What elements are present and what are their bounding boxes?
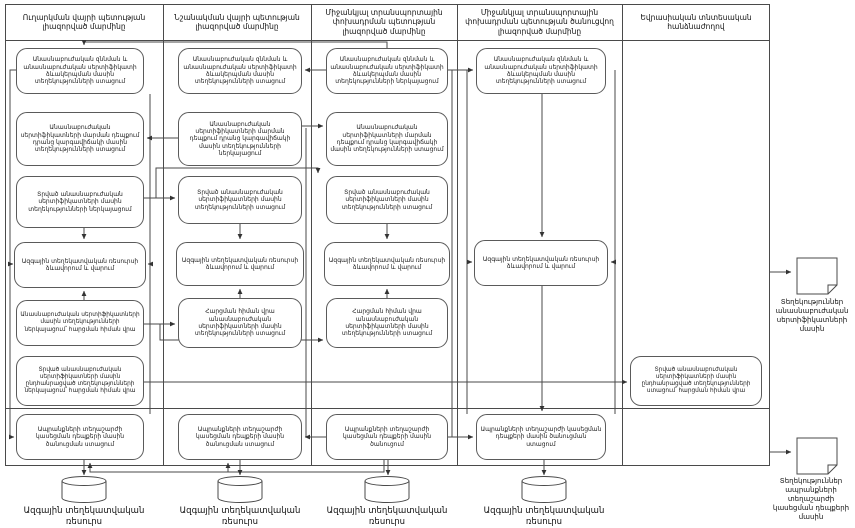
database-icon-2	[217, 476, 263, 503]
box-receive-vet-cert-issuance-info-1: Անասնաբուժական զննման և անասնաբուժական ս…	[16, 48, 144, 94]
box-receive-goods-suspension-notice-2: Ապրանքների տեղաշարժի կասեցման դեպքերի մա…	[178, 414, 302, 460]
box-notify-goods-suspension-3: Ապրանքների տեղաշարժի կասեցման դեպքերի մա…	[326, 414, 448, 460]
database-icon-4	[521, 476, 567, 503]
lane-header-destination-state: Նշանակման վայրի պետության լիազորված մարմ…	[174, 12, 300, 31]
box-receive-certs-info-on-request-3: Հարցման հիման վրա անասնաբուժական սերտիֆի…	[326, 298, 448, 348]
box-submit-aggregated-certs-info-on-request-1: Տրված անասնաբուժական սերտիֆիկատների մասի…	[16, 356, 144, 406]
lane-divider	[622, 4, 623, 466]
box-submit-certs-info-on-request-1: Անասնաբուժական սերտիֆիկատների մասին տեղե…	[16, 300, 144, 346]
lane-header-eurasian-commission: Եվրասիական տնտեսական հանձնաժողով	[640, 12, 752, 31]
document-icon-suspension	[796, 437, 838, 475]
box-receive-issued-certs-info-2: Տրված անասնաբուժական սերտիֆիկատների մասի…	[178, 176, 302, 224]
database-label-4: Ազգային տեղեկատվական ռեսուրս	[483, 506, 605, 527]
lane-divider	[163, 4, 164, 466]
bottom-band-divider	[5, 408, 770, 409]
box-national-info-resource-4: Ազգային տեղեկատվական ռեսուրսի ձևավորում …	[474, 240, 608, 286]
box-submit-issued-certs-info-1: Տրված անասնաբուժական սերտիֆիկատների մասի…	[16, 176, 144, 228]
box-receive-goods-suspension-notice-4: Ապրանքների տեղաշարժի կասեցման դեպքերի մա…	[476, 414, 606, 460]
box-receive-vet-cert-issuance-info-2: Անասնաբուժական զննման և անասնաբուժական ս…	[178, 48, 302, 94]
lane-divider	[311, 4, 312, 466]
database-icon-1	[61, 476, 107, 503]
database-label-1: Ազգային տեղեկատվական ռեսուրս	[23, 506, 145, 527]
lane-header-dispatch-state: Ուղարկման վայրի պետության լիազորված մարմ…	[22, 12, 146, 31]
document-icon-certificates	[796, 257, 838, 295]
box-receive-certs-info-on-request-2: Հարցման հիման վրա անասնաբուժական սերտիֆի…	[178, 298, 302, 348]
database-icon-3	[364, 476, 410, 503]
box-national-info-resource-2: Ազգային տեղեկատվական ռեսուրսի ձևավորում …	[176, 242, 304, 286]
box-receive-aggregated-certs-info-on-request-5: Տրված անասնաբուժական սերտիֆիկատների մասի…	[630, 356, 762, 406]
header-divider	[5, 40, 770, 41]
box-submit-cert-status-on-redemption-2: Անասնաբուժական սերտիֆիկատների մարման դեպ…	[178, 112, 302, 166]
box-receive-vet-cert-issuance-info-4: Անասնաբուժական զննման և անասնաբուժական ս…	[476, 48, 606, 94]
box-receive-issued-certs-info-3: Տրված անասնաբուժական սերտիֆիկատների մասի…	[326, 176, 448, 224]
database-label-3: Ազգային տեղեկատվական ռեսուրս	[326, 506, 448, 527]
lane-header-notified-transit-state: Միջանկյալ տրանսպորտային փոխադրման պետութ…	[465, 7, 614, 36]
database-label-2: Ազգային տեղեկատվական ռեսուրս	[179, 506, 301, 527]
document-label-certificates: Տեղեկություններ անասնաբուժական սերտիֆիկա…	[775, 298, 849, 334]
box-receive-goods-suspension-notice-1: Ապրանքների տեղաշարժի կասեցման դեպքերի մա…	[16, 414, 144, 460]
box-submit-vet-cert-issuance-info-3: Անասնաբուժական զննման և անասնաբուժական ս…	[326, 48, 448, 94]
box-national-info-resource-3: Ազգային տեղեկատվական ռեսուրսի ձևավորում …	[324, 242, 450, 286]
box-receive-cert-status-on-redemption-1: Անասնաբուժական սերտիֆիկատների մարման դեպ…	[16, 112, 144, 166]
box-receive-cert-status-on-redemption-3: Անասնաբուժական սերտիֆիկատների մարման դեպ…	[326, 112, 448, 166]
lane-header-transit-state: Միջանկյալ տրանսպորտային փոխադրման պետութ…	[325, 7, 443, 36]
box-national-info-resource-1: Ազգային տեղեկատվական ռեսուրսի ձևավորում …	[14, 242, 146, 288]
lane-divider	[457, 4, 458, 466]
document-label-suspension: Տեղեկություններ ապրանքների տեղաշարժի կաս…	[772, 477, 850, 522]
